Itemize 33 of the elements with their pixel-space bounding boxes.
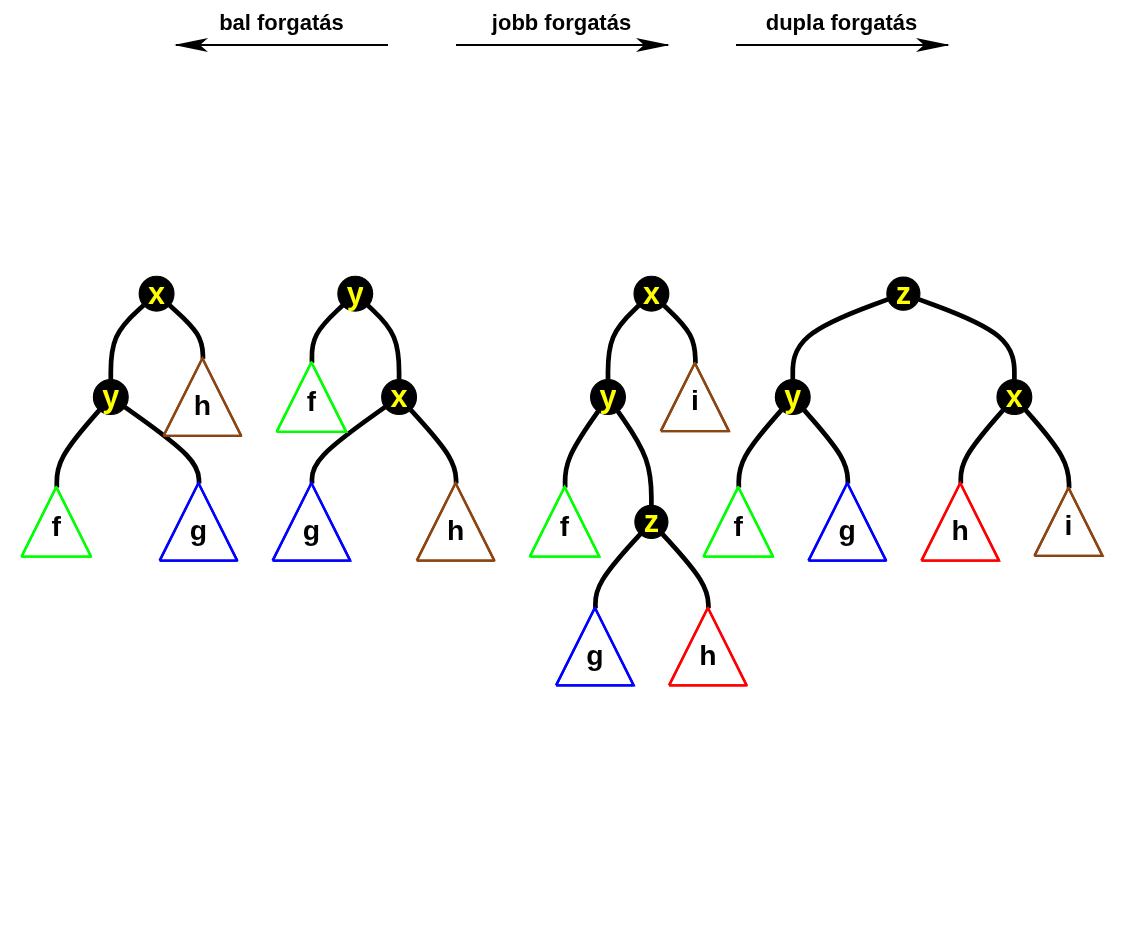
connector	[957, 408, 1005, 484]
connector	[661, 303, 698, 364]
connector	[789, 297, 889, 380]
connector	[562, 410, 600, 488]
node-circle: y	[774, 379, 811, 416]
connector	[408, 408, 458, 484]
connector	[735, 408, 783, 488]
node-circle: y	[336, 275, 373, 312]
connector	[592, 532, 642, 609]
node-circle: x	[995, 379, 1032, 416]
node-circle: x	[380, 379, 417, 416]
rotation-label: jobb forgatás	[491, 10, 632, 36]
connector	[123, 405, 201, 484]
connector	[1023, 408, 1071, 489]
node-circle: x	[632, 275, 669, 312]
connector	[53, 408, 101, 488]
connector	[660, 532, 711, 609]
node-circle: z	[885, 276, 920, 311]
connector	[107, 303, 145, 380]
connector	[309, 303, 344, 363]
connector	[605, 303, 640, 380]
connector	[309, 405, 386, 484]
connector	[917, 297, 1017, 380]
node-circle: x	[138, 275, 175, 312]
node-circle: y	[92, 379, 129, 416]
node-circle: z	[633, 504, 668, 539]
connector	[365, 303, 401, 380]
connector	[167, 303, 205, 359]
rotation-label: bal forgatás	[219, 10, 344, 36]
rotation-label: dupla forgatás	[765, 10, 918, 36]
connector	[615, 410, 654, 506]
node-circle: y	[589, 379, 626, 416]
connector	[801, 408, 850, 484]
